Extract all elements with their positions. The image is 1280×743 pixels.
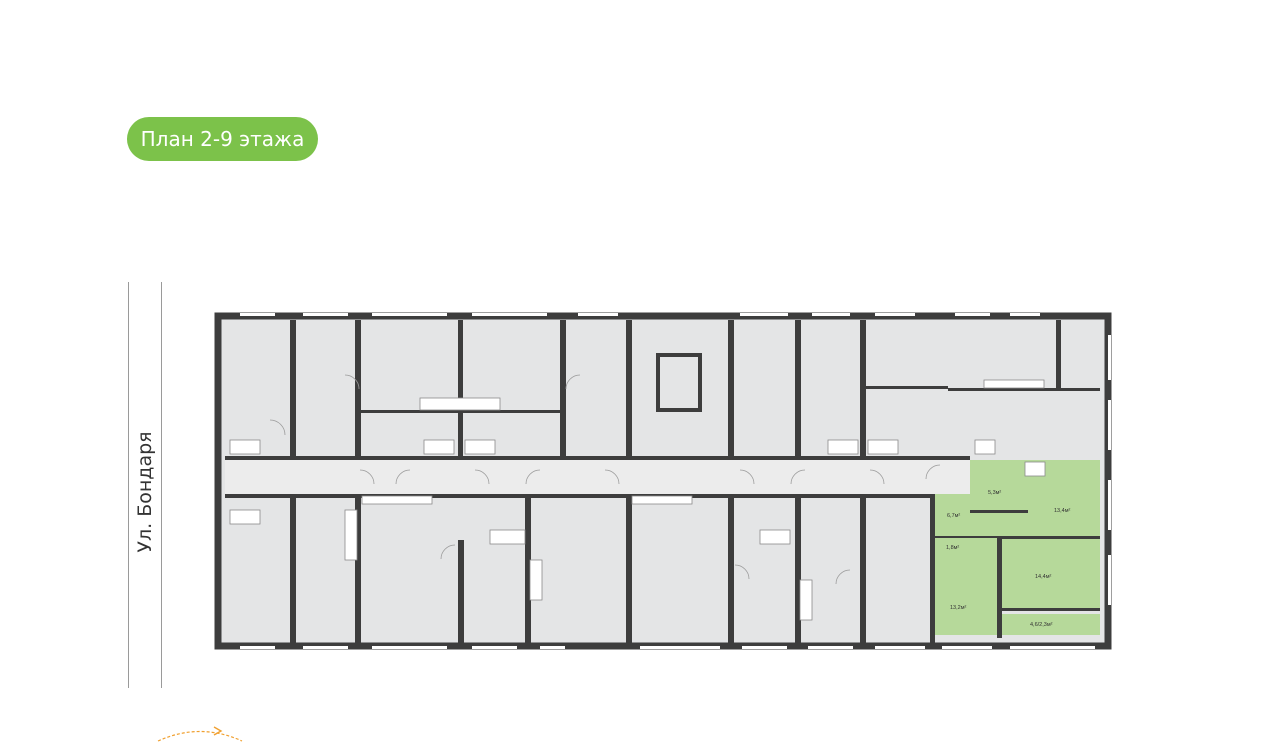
windows [240,313,1111,649]
street-line-left [128,282,129,688]
fixtures [229,379,1046,621]
highlighted-apartment[interactable] [934,460,1100,635]
compass-arrow-icon [157,726,243,742]
corridor [225,460,970,494]
door-swings [269,374,941,585]
room-area-bedroom-left: 13,2м² [950,605,966,611]
room-area-living-top: 13,4м² [1054,508,1070,514]
room-area-bath: 5,3м² [988,490,1001,496]
street-line-right [161,282,162,688]
floor-plan-badge: План 2-9 этажа [127,117,318,161]
room-area-balcony: 4,6/2,3м² [1030,622,1053,628]
room-area-hall: 1,8м² [946,545,959,551]
apartment-area-labels: 6,7м² 5,3м² 13,4м² 1,8м² 13,2м² 14,4м² 4… [946,490,1070,628]
interior-walls [225,320,1100,644]
room-area-bedroom-right: 14,4м² [1035,574,1051,580]
room-area-kitchen: 6,7м² [947,513,960,519]
